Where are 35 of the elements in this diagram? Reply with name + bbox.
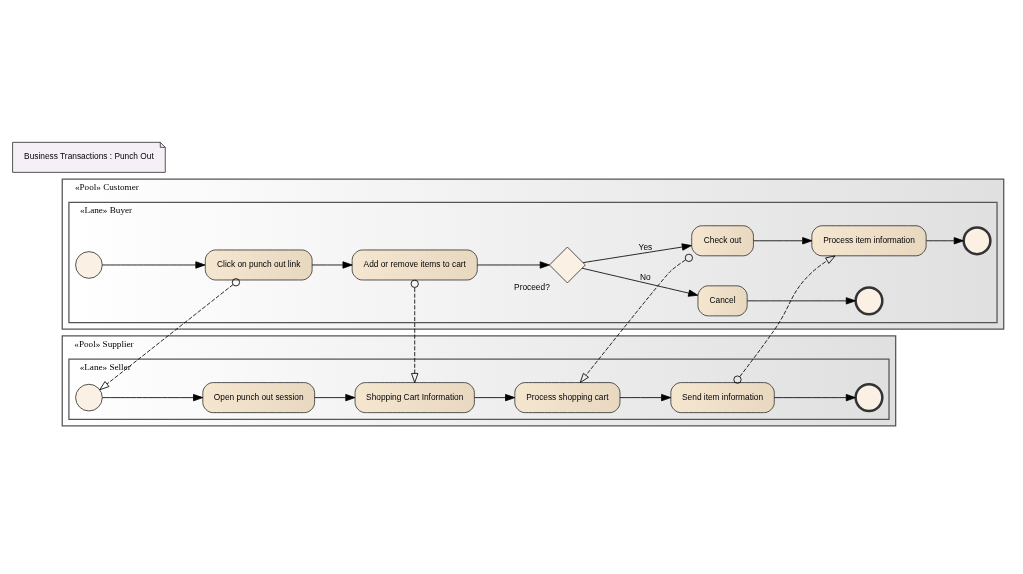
arrow	[314, 393, 356, 401]
arrow	[581, 267, 699, 297]
arrow	[926, 236, 964, 244]
arrow	[582, 242, 692, 263]
arrow	[311, 260, 353, 269]
arrow	[99, 277, 241, 390]
node-circle	[854, 382, 884, 412]
node-circle	[854, 285, 884, 315]
edge-label: Yes	[638, 241, 653, 252]
node-label: Proceed?	[514, 281, 550, 292]
node-box: Add or remove items to cart	[351, 249, 478, 280]
arrow	[102, 393, 204, 401]
node-box: Send item information	[670, 381, 775, 413]
edge-label: No	[640, 271, 651, 282]
arrow	[579, 253, 693, 383]
node-box: Open punch out session	[202, 381, 316, 413]
node-diamond	[549, 246, 586, 283]
arrow	[753, 236, 813, 244]
node-box: Process shopping cart	[514, 381, 621, 413]
arrow	[619, 393, 672, 401]
node-circle	[75, 383, 103, 411]
arrow	[733, 255, 836, 384]
arrow	[774, 393, 856, 401]
node-box: Shopping Cart Information	[354, 381, 475, 413]
arrow	[410, 279, 419, 383]
arrow	[477, 260, 550, 269]
node-box: Click on punch out link	[204, 249, 313, 280]
node-circle	[75, 250, 103, 279]
node-box: Process item information	[811, 224, 927, 256]
node-circle	[962, 225, 992, 255]
arrow	[746, 296, 856, 304]
node-box: Check out	[691, 224, 754, 256]
arrow	[102, 260, 206, 269]
node-box: Cancel	[697, 284, 748, 316]
arrow	[474, 393, 516, 401]
